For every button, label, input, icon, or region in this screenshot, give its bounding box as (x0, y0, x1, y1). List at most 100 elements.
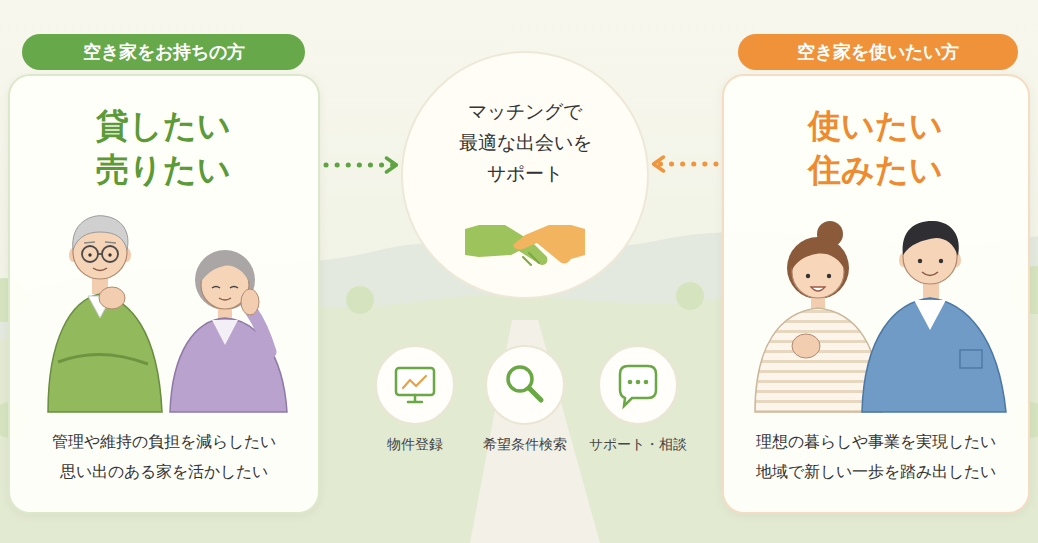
elderly-man-figure (58, 354, 148, 364)
monitor-icon (408, 395, 422, 402)
elderly-man-figure (123, 248, 131, 262)
chat-icon (620, 366, 656, 406)
monitor-icon (396, 368, 434, 402)
handshake-icon (513, 225, 585, 264)
monitor-icon (403, 376, 426, 388)
dotted-arrow (326, 163, 396, 168)
young-woman-figure (806, 274, 810, 278)
elderly-woman-figure (201, 255, 249, 282)
road (470, 320, 600, 543)
chat-icon (620, 366, 656, 406)
feature-circle-outline (484, 344, 566, 426)
elderly-man-figure (98, 253, 102, 255)
matching-circle: マッチングで 最適な出会いを サポート (400, 50, 650, 300)
handshake-icon (465, 225, 585, 265)
search-icon (529, 388, 541, 400)
young-woman-figure (792, 241, 845, 270)
elderly-woman-figure (241, 289, 259, 315)
young-woman-figure (755, 308, 882, 412)
feature-circle-outline (597, 344, 679, 426)
elderly-woman-figure (170, 250, 287, 412)
owner-panel: 貸したい 売りたい管理や維持の負担を減らしたい 思い出のある家を活かしたい (8, 74, 320, 514)
elderly-woman-figure (218, 300, 232, 320)
feature-circle: サポート・相談 (597, 344, 679, 426)
tab-label: 空き家を使いたい方 (797, 40, 959, 64)
elderly-man-figure (92, 272, 108, 294)
panel-body: 理想の暮らしや事業を実現したい 地域で新しい一歩を踏み出したい (748, 427, 1004, 487)
elderly-man-figure (82, 246, 98, 262)
audience-tab: 空き家を使いたい方 (738, 34, 1018, 70)
young-woman-figure (811, 292, 825, 312)
panel-heading: 使いたい 住みたい (789, 104, 964, 192)
young-man-figure (939, 259, 943, 263)
tab-label: 空き家をお持ちの方 (83, 40, 245, 64)
elderly-man-figure (88, 253, 91, 256)
young-woman-figure (827, 274, 831, 278)
elderly-man-figure (88, 296, 112, 318)
young-woman-figure (817, 221, 843, 247)
elderly-man-figure (108, 253, 111, 256)
search-icon (508, 367, 541, 400)
trees (676, 282, 704, 310)
trees (346, 286, 374, 314)
young-woman-figure (811, 287, 825, 291)
feature-circle: 物件登録 (374, 344, 456, 426)
elderly-woman-figure (252, 312, 270, 352)
young-man-figure (953, 253, 961, 267)
young-man-figure (862, 221, 1006, 412)
user-panel: 使いたい 住みたい理想の暮らしや事業を実現したい 地域で新しい一歩を踏み出したい (722, 74, 1030, 514)
elderly-woman-figure (201, 261, 249, 309)
feature-label: サポート・相談 (589, 434, 687, 454)
young-man-figure (903, 230, 957, 284)
center-caption: マッチングで 最適な出会いを サポート (451, 96, 599, 189)
elderly-woman-figure (219, 298, 231, 300)
young-man-figure (923, 278, 939, 302)
elderly-man-figure (84, 242, 116, 243)
elderly-man-figure (99, 287, 125, 309)
elderly-woman-figure (212, 287, 238, 289)
young-man-figure (960, 350, 982, 368)
young-woman-figure (787, 237, 849, 299)
young-man-figure (862, 298, 1006, 412)
elderly-man-figure (69, 248, 77, 262)
circle-shape (402, 52, 648, 298)
elderly-man-figure (73, 216, 128, 250)
young-woman-figure (792, 334, 820, 358)
circle-shape (376, 346, 454, 424)
chat-icon (628, 380, 633, 385)
circle-shape (599, 346, 677, 424)
audience-tab: 空き家をお持ちの方 (22, 34, 305, 70)
feature-circle: 希望条件検索 (484, 344, 566, 426)
feature-label: 物件登録 (387, 434, 443, 454)
young-man-figure (914, 300, 946, 330)
young-man-figure (903, 221, 959, 256)
elderly-man-figure (73, 225, 127, 279)
elderly-woman-figure (170, 318, 287, 412)
handshake-icon (523, 253, 539, 265)
chat-icon (636, 380, 641, 385)
elderly-woman-figure (195, 250, 255, 310)
monitor-icon (396, 368, 434, 395)
feature-label: 希望条件検索 (483, 434, 567, 454)
panel-body: 管理や維持の負担を減らしたい 思い出のある家を活かしたい (36, 427, 292, 487)
handshake-icon (465, 225, 547, 265)
circle-shape (486, 346, 564, 424)
elderly-man-figure (48, 294, 162, 412)
young-man-figure (918, 259, 922, 263)
elderly-man-figure (48, 216, 162, 412)
search-icon (508, 367, 532, 391)
young-woman-figure (755, 221, 882, 412)
elderly-woman-figure (212, 320, 238, 345)
young-man-figure (922, 272, 938, 276)
young-woman-figure (792, 246, 844, 298)
feature-circle-outline (374, 344, 456, 426)
young-man-figure (899, 253, 907, 267)
panel-heading: 貸したい 売りたい (77, 104, 252, 192)
elderly-man-figure (93, 268, 107, 271)
dotted-arrow (654, 162, 716, 167)
chat-icon (644, 380, 649, 385)
